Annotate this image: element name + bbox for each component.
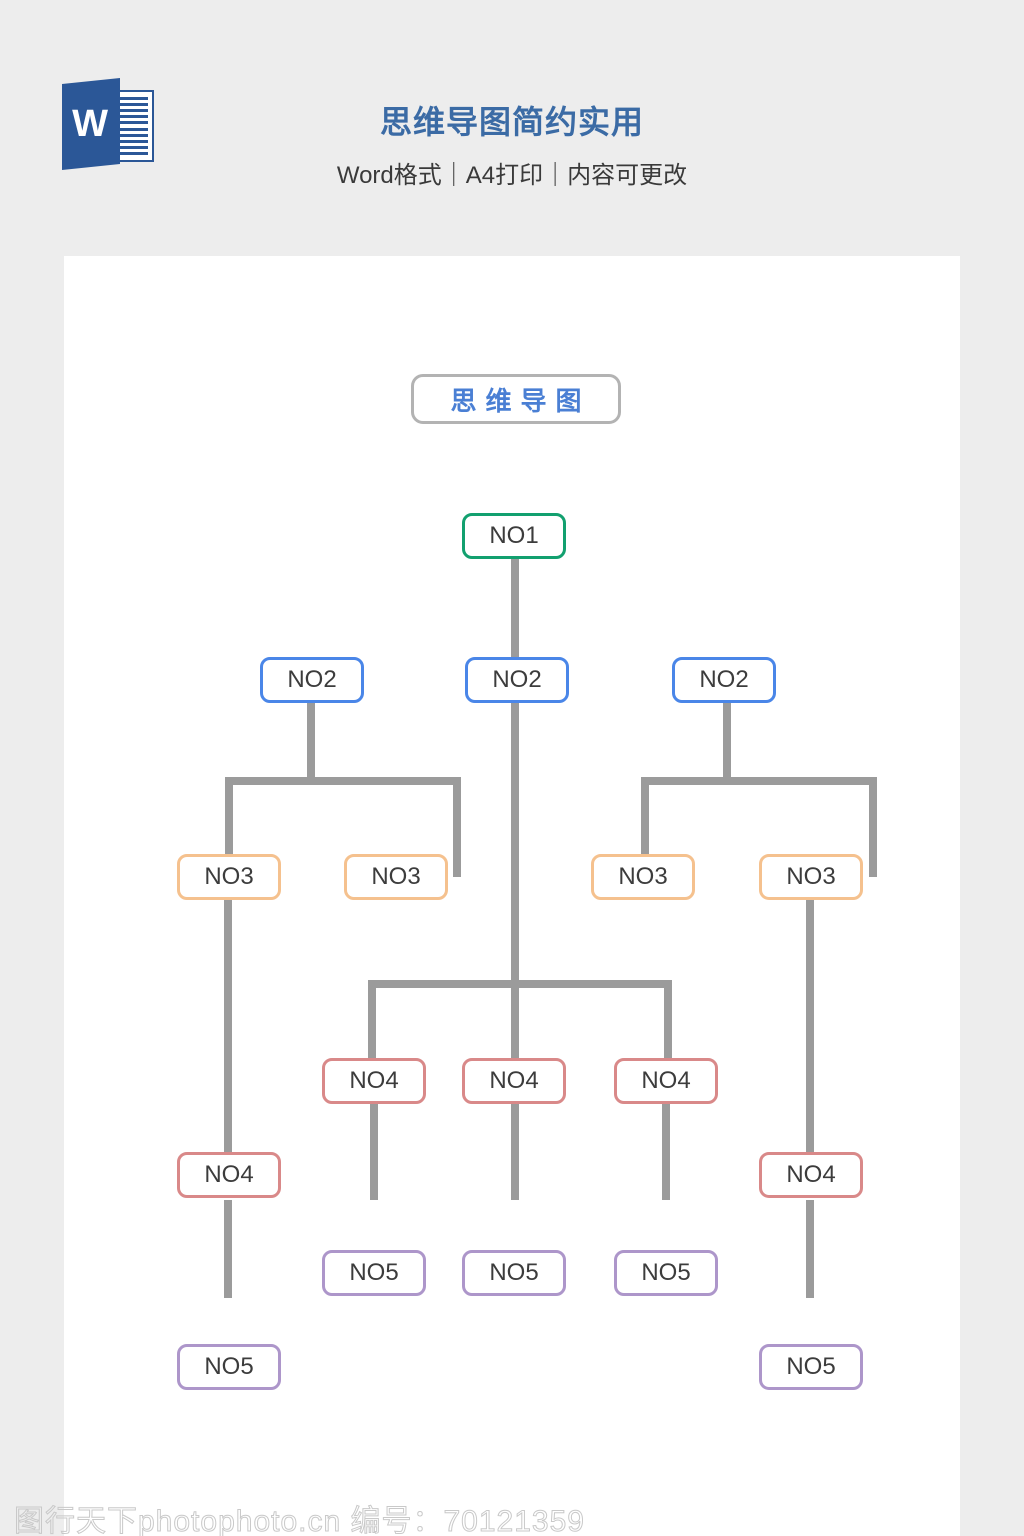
page-subtitle: Word格式｜A4打印｜内容可更改	[336, 162, 688, 189]
connector-n4m3-to-n5m3	[662, 1104, 670, 1200]
connector-n3a-to-n4left	[224, 900, 232, 1152]
connector-n2left-bar	[225, 777, 461, 785]
connector-n2mid-drop-c	[664, 980, 672, 1064]
connector-n2mid-bar	[368, 980, 672, 988]
node-no4-m3[interactable]: NO4	[614, 1058, 718, 1104]
page-title: 思维导图简约实用	[379, 104, 644, 140]
node-no2-right[interactable]: NO2	[672, 657, 776, 703]
connector-n2left-stem	[307, 703, 315, 785]
node-no2-left[interactable]: NO2	[260, 657, 364, 703]
node-no4-m1[interactable]: NO4	[322, 1058, 426, 1104]
node-no4-right[interactable]: NO4	[759, 1152, 863, 1198]
node-no2-middle[interactable]: NO2	[465, 657, 569, 703]
node-no4-left[interactable]: NO4	[177, 1152, 281, 1198]
connector-n2mid-drop-a	[368, 980, 376, 1064]
node-no4-m2[interactable]: NO4	[462, 1058, 566, 1104]
connector-n4m2-to-n5m2	[511, 1104, 519, 1200]
connector-n2mid-stem	[511, 703, 519, 1064]
node-no5-left[interactable]: NO5	[177, 1344, 281, 1390]
node-no3-d[interactable]: NO3	[759, 854, 863, 900]
connector-n4m1-to-n5m1	[370, 1104, 378, 1200]
connector-n4right-to-n5right	[806, 1200, 814, 1298]
node-no3-a[interactable]: NO3	[177, 854, 281, 900]
promo-header: W 思维导图简约实用 Word格式｜A4打印｜内容可更改	[0, 0, 1024, 256]
node-no5-m2[interactable]: NO5	[462, 1250, 566, 1296]
connector-n2right-bar	[641, 777, 877, 785]
connector-n2right-drop-b	[869, 777, 877, 877]
mindmap-canvas: 思维导图	[64, 256, 960, 1536]
site-watermark: 图行天下photophoto.cn 编号：70121359	[14, 1505, 585, 1536]
node-no1[interactable]: NO1	[462, 513, 566, 559]
word-logo-letter: W	[72, 102, 108, 145]
connector-n2right-stem	[723, 703, 731, 785]
connector-n2left-drop-a	[225, 777, 233, 877]
document-page: 思维导图	[64, 256, 960, 1536]
word-logo-cover: W	[62, 78, 120, 170]
connector-n3d-to-n4right	[806, 900, 814, 1152]
word-document-icon: W	[62, 78, 162, 170]
node-no3-b[interactable]: NO3	[344, 854, 448, 900]
mindmap-heading: 思维导图	[411, 374, 621, 424]
node-no5-m1[interactable]: NO5	[322, 1250, 426, 1296]
node-no3-c[interactable]: NO3	[591, 854, 695, 900]
connector-n2right-drop-a	[641, 777, 649, 877]
connector-n2left-drop-b	[453, 777, 461, 877]
connector-n1-to-n2mid	[511, 559, 519, 661]
node-no5-right[interactable]: NO5	[759, 1344, 863, 1390]
connector-n4left-to-n5left	[224, 1200, 232, 1298]
node-no5-m3[interactable]: NO5	[614, 1250, 718, 1296]
